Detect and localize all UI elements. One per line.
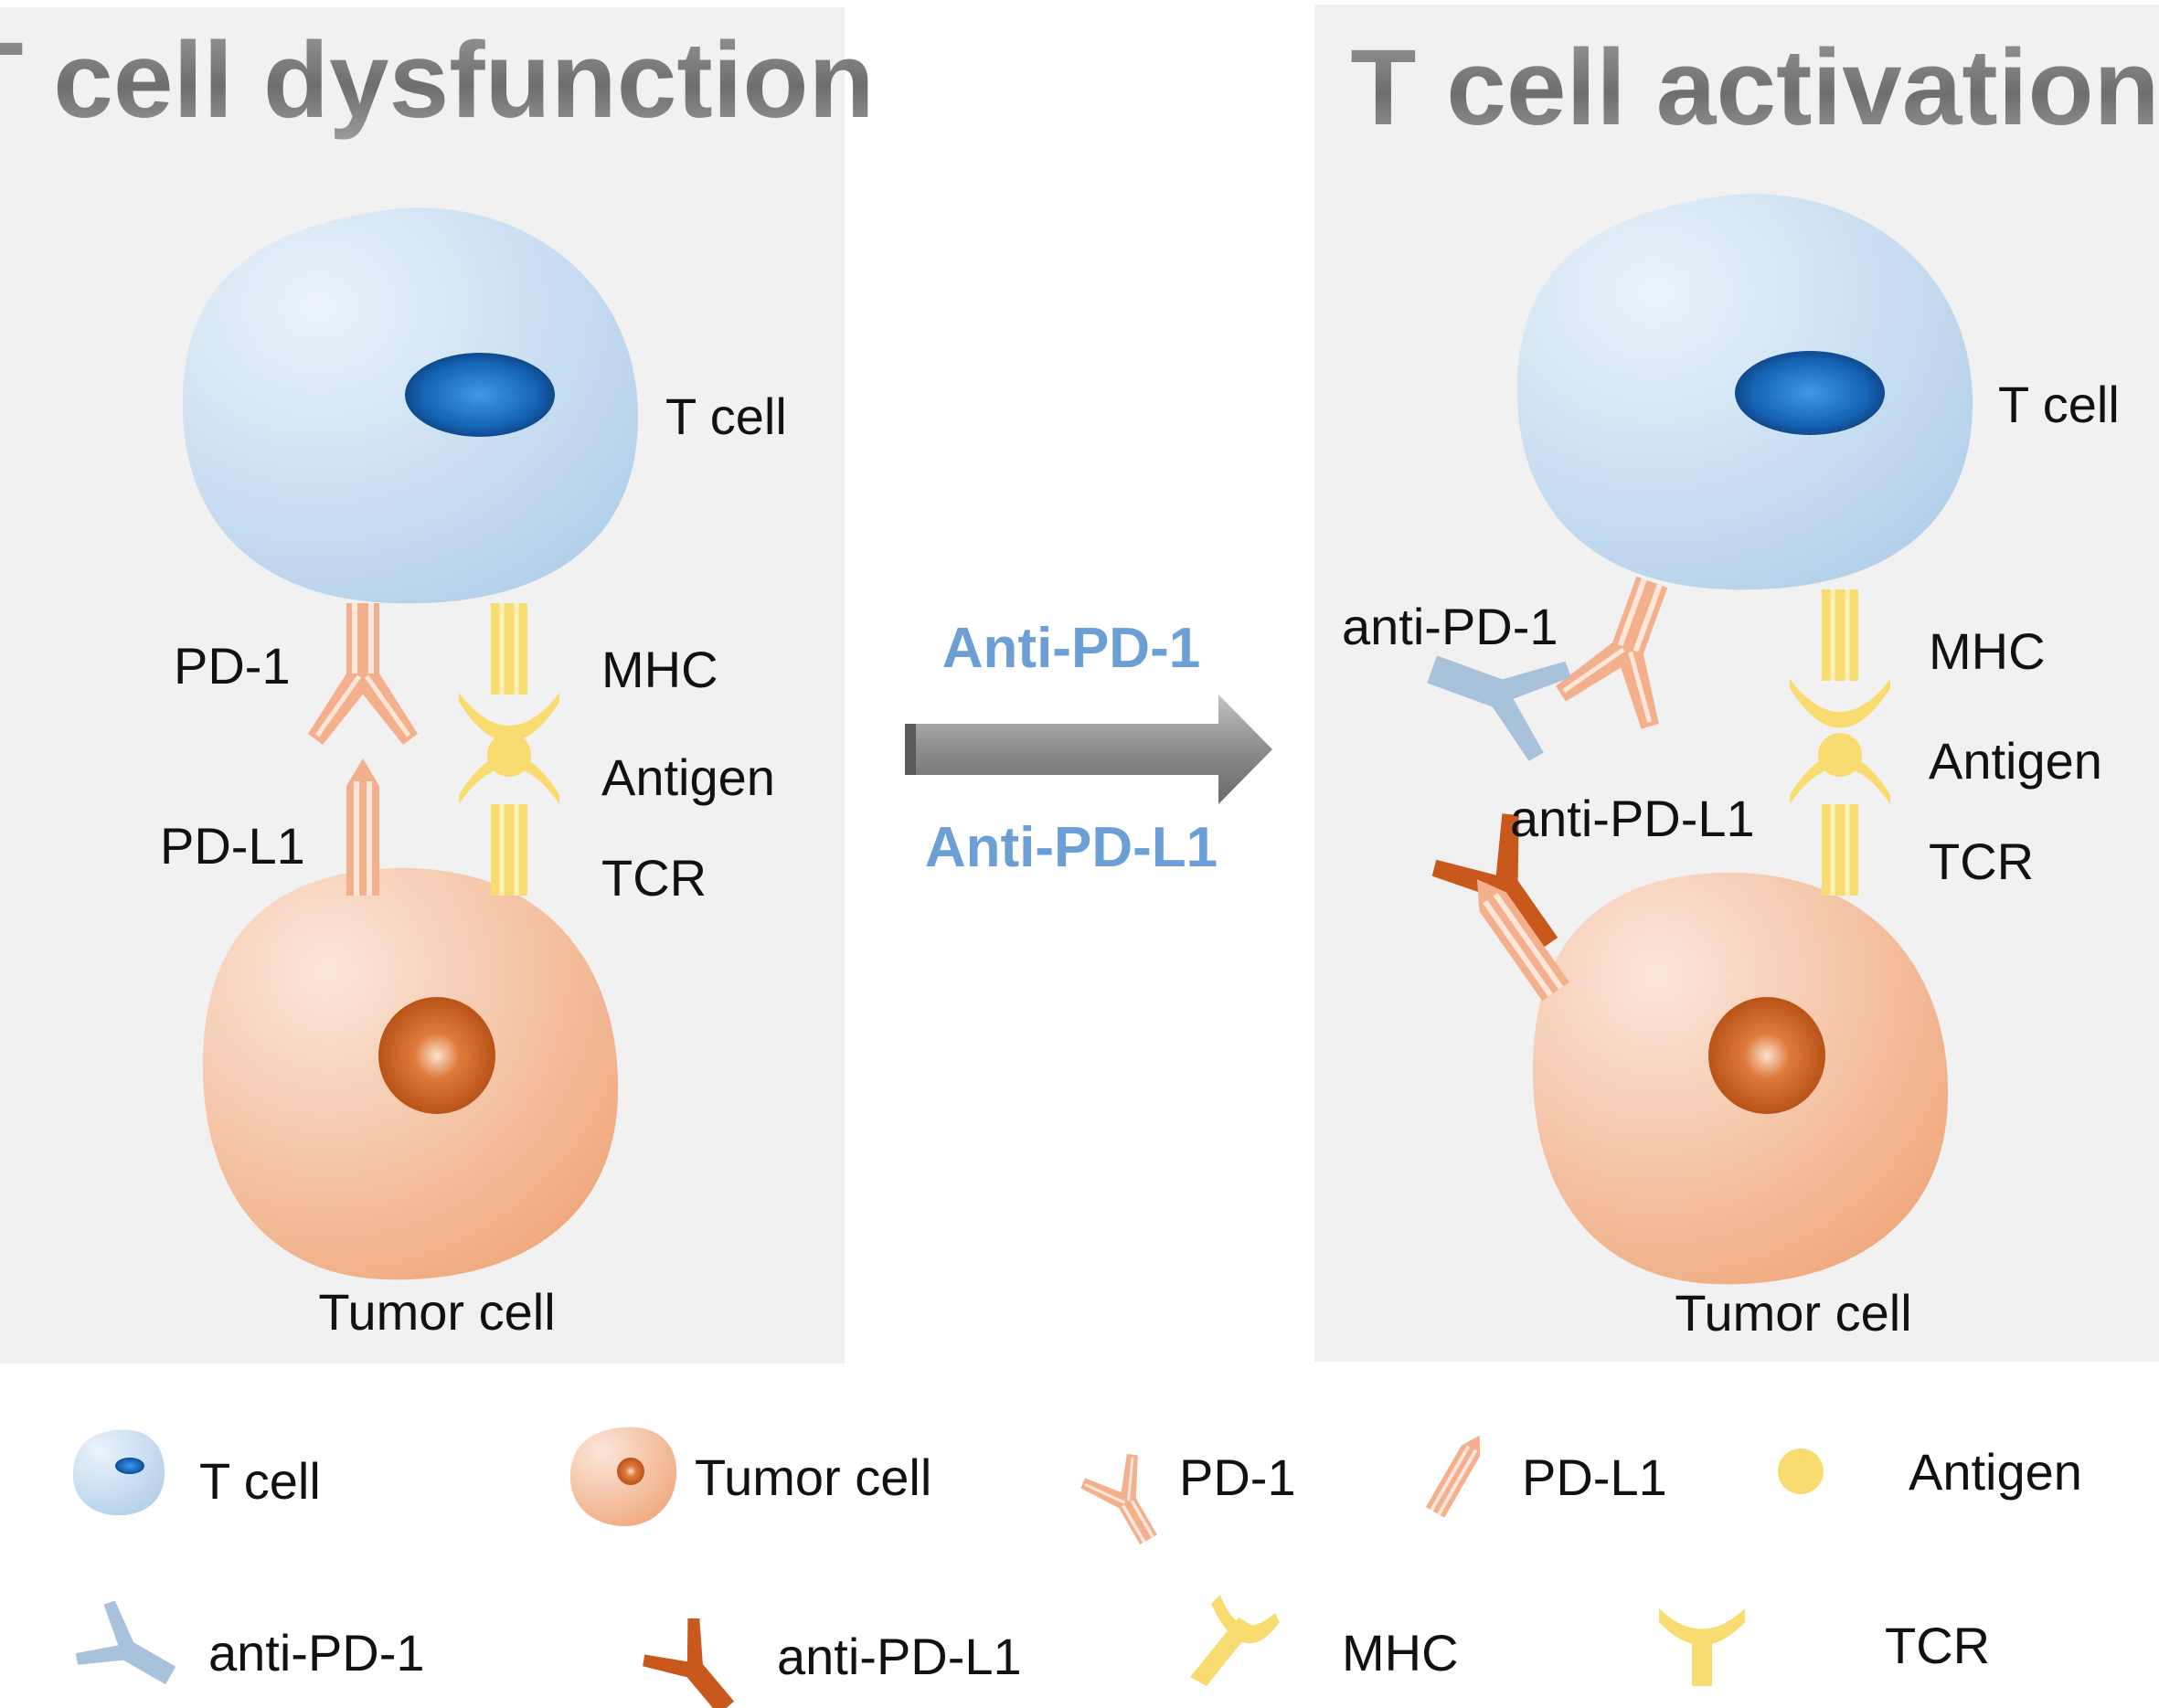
left-t-cell: [182, 207, 639, 604]
t-cell-nucleus: [405, 353, 555, 437]
right-anti-pd1-label: anti-PD-1: [1342, 598, 1558, 655]
right-tumor-label: Tumor cell: [1675, 1284, 1911, 1342]
right-t-cell-label: T cell: [1998, 376, 2120, 433]
right-panel-title: T cell activation: [1350, 27, 2159, 148]
left-pdl1-ligand: [346, 759, 379, 896]
legend-t-cell-label: T cell: [199, 1452, 321, 1510]
right-t-cell-nucleus: [1735, 351, 1885, 435]
legend-tumor-cell-label: Tumor cell: [695, 1448, 931, 1506]
arrow-top-label: Anti-PD-1: [942, 617, 1200, 680]
right-antigen-label: Antigen: [1929, 732, 2102, 790]
left-pdl1-label: PD-L1: [160, 817, 305, 875]
right-tcr-label: TCR: [1929, 833, 2034, 890]
right-mhc-label: MHC: [1929, 622, 2046, 680]
legend-pdl1-label: PD-L1: [1522, 1448, 1667, 1506]
left-pd1-label: PD-1: [174, 637, 291, 695]
left-tcr-label: TCR: [601, 849, 707, 907]
legend-antigen-label: Antigen: [1909, 1443, 2082, 1501]
left-tumor-label: Tumor cell: [318, 1283, 555, 1341]
left-mhc-tcr-complex: [459, 603, 559, 896]
legend-mhc-label: MHC: [1342, 1624, 1459, 1681]
legend-anti-pd1-icon: [70, 1597, 189, 1708]
right-tumor-cell: [1532, 872, 1949, 1285]
legend-anti-pd1-label: anti-PD-1: [208, 1624, 425, 1681]
right-mhc-tcr-complex: [1790, 589, 1890, 896]
legend-antigen-icon: [1778, 1448, 1824, 1494]
right-t-cell: [1516, 194, 1973, 590]
right-anti-pdl1-label: anti-PD-L1: [1510, 790, 1755, 847]
left-t-cell-label: T cell: [665, 387, 787, 445]
left-antigen-label: Antigen: [601, 748, 775, 806]
legend-pd1-icon: [1076, 1448, 1179, 1558]
left-mhc-label: MHC: [601, 641, 718, 698]
legend-tumor-cell-icon: [569, 1427, 677, 1527]
legend-tcr-label: TCR: [1885, 1617, 1990, 1674]
legend-pd1-label: PD-1: [1179, 1448, 1296, 1506]
legend-t-cell-icon: [72, 1429, 165, 1516]
tumor-nucleus: [378, 997, 495, 1114]
right-mhc: [1790, 679, 1890, 728]
legend-tcr-icon: [1659, 1608, 1745, 1686]
legend-mhc-icon: [1190, 1595, 1280, 1686]
left-mhc: [459, 693, 559, 742]
legend-anti-pdl1-label: anti-PD-L1: [777, 1628, 1022, 1685]
legend-anti-pdl1-icon: [637, 1612, 755, 1708]
right-tumor-nucleus: [1708, 997, 1825, 1114]
right-tcr: [1790, 754, 1890, 804]
legend-pdl1-icon: [1423, 1427, 1491, 1520]
left-tcr: [459, 754, 559, 804]
arrow-bottom-label: Anti-PD-L1: [925, 816, 1218, 879]
left-tumor-cell: [202, 867, 619, 1280]
legend: T cell Tumor cell PD-1 PD-L1 Antigen ant…: [70, 1427, 2082, 1708]
treatment-arrow: [905, 695, 1272, 804]
left-panel-title: T cell dysfunction: [0, 20, 875, 141]
